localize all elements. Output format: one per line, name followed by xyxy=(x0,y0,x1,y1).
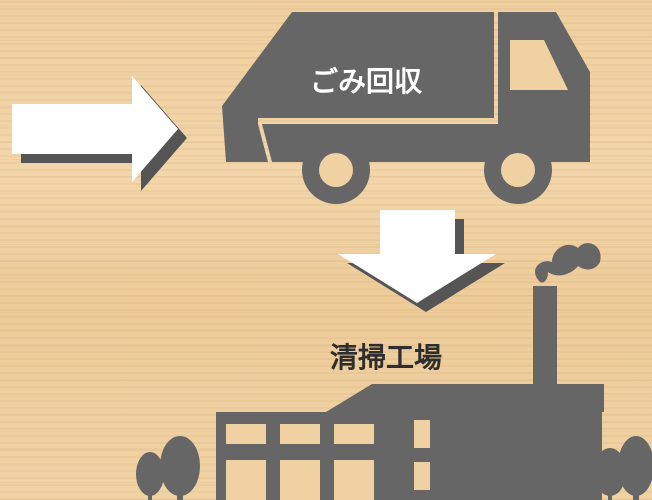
factory-label: 清掃工場 xyxy=(330,341,443,374)
tree-icon xyxy=(136,436,200,500)
garbage-truck-icon xyxy=(222,12,590,204)
truck-label: ごみ回収 xyxy=(310,65,423,98)
down-arrow-icon xyxy=(338,210,505,312)
tree-icon xyxy=(594,436,652,500)
right-arrow-icon xyxy=(12,76,187,191)
incineration-plant-icon xyxy=(216,243,604,500)
